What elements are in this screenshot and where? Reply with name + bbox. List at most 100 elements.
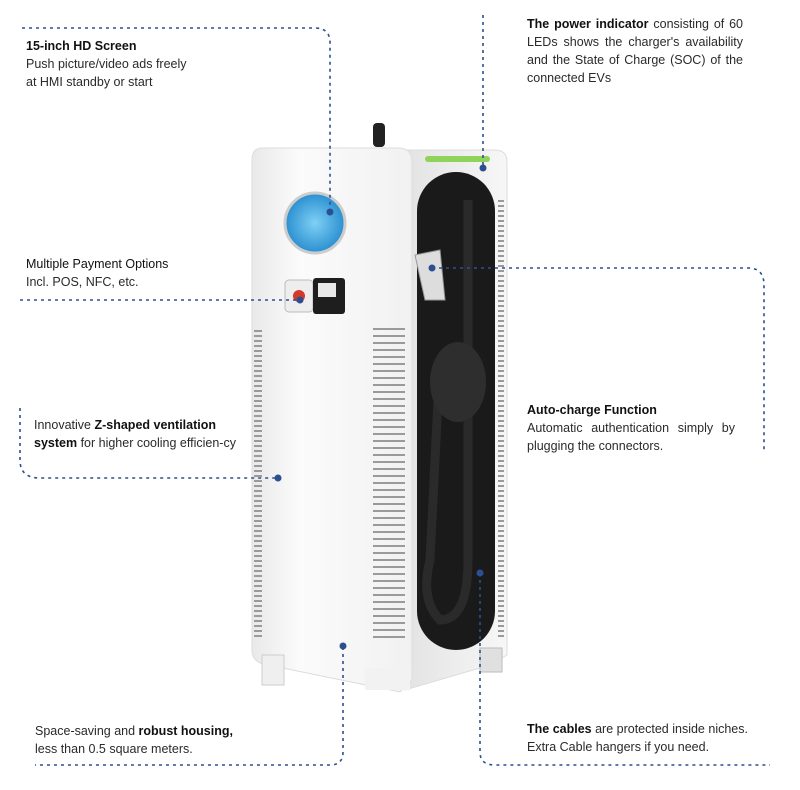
vent-slot bbox=[498, 220, 504, 222]
vent-slot bbox=[498, 380, 504, 382]
vent-slot bbox=[498, 210, 504, 212]
vent-slot bbox=[373, 524, 405, 526]
vent-slot bbox=[254, 585, 262, 587]
vent-slot bbox=[373, 573, 405, 575]
vent-slot bbox=[498, 540, 504, 542]
vent-slot bbox=[373, 622, 405, 624]
vent-slot bbox=[254, 420, 262, 422]
vent-slot bbox=[254, 565, 262, 567]
vent-slot bbox=[254, 440, 262, 442]
callout-housing-line bbox=[35, 647, 344, 766]
annotation-text: at HMI standby or start bbox=[26, 75, 153, 89]
vent-slot bbox=[498, 530, 504, 532]
vent-slot bbox=[373, 433, 405, 435]
vent-slot bbox=[373, 328, 405, 330]
vent-slot bbox=[498, 255, 504, 257]
vent-slot bbox=[498, 615, 504, 617]
vent-slot bbox=[373, 475, 405, 477]
callout-cables-line bbox=[479, 573, 770, 766]
vent-slot bbox=[498, 345, 504, 347]
vent-slot bbox=[254, 400, 262, 402]
vent-slot bbox=[254, 600, 262, 602]
hd-screen bbox=[283, 191, 347, 255]
annotation-title: Auto-charge Function bbox=[527, 403, 657, 417]
vent-slot bbox=[498, 630, 504, 632]
vent-slot bbox=[498, 585, 504, 587]
vent-slot bbox=[254, 455, 262, 457]
callout-dot bbox=[339, 642, 347, 650]
vent-slot bbox=[254, 350, 262, 352]
vent-slot bbox=[254, 525, 262, 527]
ventilation-grille bbox=[254, 200, 504, 638]
vent-slot bbox=[498, 550, 504, 552]
vent-slot bbox=[373, 426, 405, 428]
vent-slot bbox=[498, 450, 504, 452]
vent-slot bbox=[498, 355, 504, 357]
callout-dot bbox=[476, 569, 484, 577]
vent-slot bbox=[254, 355, 262, 357]
vent-slot bbox=[498, 295, 504, 297]
vent-slot bbox=[498, 205, 504, 207]
vent-slot bbox=[498, 270, 504, 272]
vent-slot bbox=[254, 515, 262, 517]
vent-slot bbox=[254, 500, 262, 502]
vent-slot bbox=[498, 400, 504, 402]
vent-slot bbox=[373, 608, 405, 610]
annotation-text: for higher cooling efficien-cy bbox=[77, 436, 236, 450]
vent-slot bbox=[498, 235, 504, 237]
annotation-title: Multiple Payment Options bbox=[26, 257, 169, 271]
vent-slot bbox=[373, 629, 405, 631]
vent-slot bbox=[254, 510, 262, 512]
power-indicator-led bbox=[425, 156, 490, 162]
vent-slot bbox=[498, 375, 504, 377]
vent-slot bbox=[373, 454, 405, 456]
vent-slot bbox=[498, 440, 504, 442]
vent-slot bbox=[498, 360, 504, 362]
vent-slot bbox=[498, 365, 504, 367]
vent-slot bbox=[498, 455, 504, 457]
vent-slot bbox=[254, 605, 262, 607]
vent-slot bbox=[498, 300, 504, 302]
callout-autocharge-line bbox=[432, 267, 765, 450]
vent-slot bbox=[254, 495, 262, 497]
vent-slot bbox=[498, 430, 504, 432]
vent-slot bbox=[498, 395, 504, 397]
vent-slot bbox=[254, 450, 262, 452]
vent-slot bbox=[498, 510, 504, 512]
annotation-power-indicator: The power indicator consisting of 60 LED… bbox=[527, 15, 743, 87]
vent-slot bbox=[254, 540, 262, 542]
vent-slot bbox=[373, 566, 405, 568]
vent-slot bbox=[254, 620, 262, 622]
vent-slot bbox=[373, 342, 405, 344]
callout-dot bbox=[296, 296, 304, 304]
vent-slot bbox=[498, 625, 504, 627]
callout-dot bbox=[326, 208, 334, 216]
vent-slot bbox=[498, 330, 504, 332]
vent-slot bbox=[498, 200, 504, 202]
vent-slot bbox=[254, 535, 262, 537]
vent-slot bbox=[254, 385, 262, 387]
vent-slot bbox=[373, 398, 405, 400]
vent-slot bbox=[373, 468, 405, 470]
vent-slot bbox=[373, 461, 405, 463]
vent-slot bbox=[373, 552, 405, 554]
vent-slot bbox=[498, 230, 504, 232]
vent-slot bbox=[373, 356, 405, 358]
vent-slot bbox=[254, 575, 262, 577]
vent-slot bbox=[254, 545, 262, 547]
vent-slot bbox=[373, 601, 405, 603]
annotation-title: 15-inch HD Screen bbox=[26, 39, 137, 53]
charging-cable bbox=[422, 200, 473, 625]
vent-slot bbox=[254, 560, 262, 562]
vent-slot bbox=[498, 285, 504, 287]
vent-slot bbox=[254, 485, 262, 487]
vent-slot bbox=[254, 550, 262, 552]
annotation-housing: Space-saving and robust housing, less th… bbox=[35, 722, 275, 758]
vent-slot bbox=[373, 545, 405, 547]
vent-slot bbox=[373, 594, 405, 596]
vent-slot bbox=[498, 340, 504, 342]
vent-slot bbox=[498, 590, 504, 592]
annotation-text: are protected inside niches. bbox=[591, 722, 748, 736]
vent-slot bbox=[254, 530, 262, 532]
